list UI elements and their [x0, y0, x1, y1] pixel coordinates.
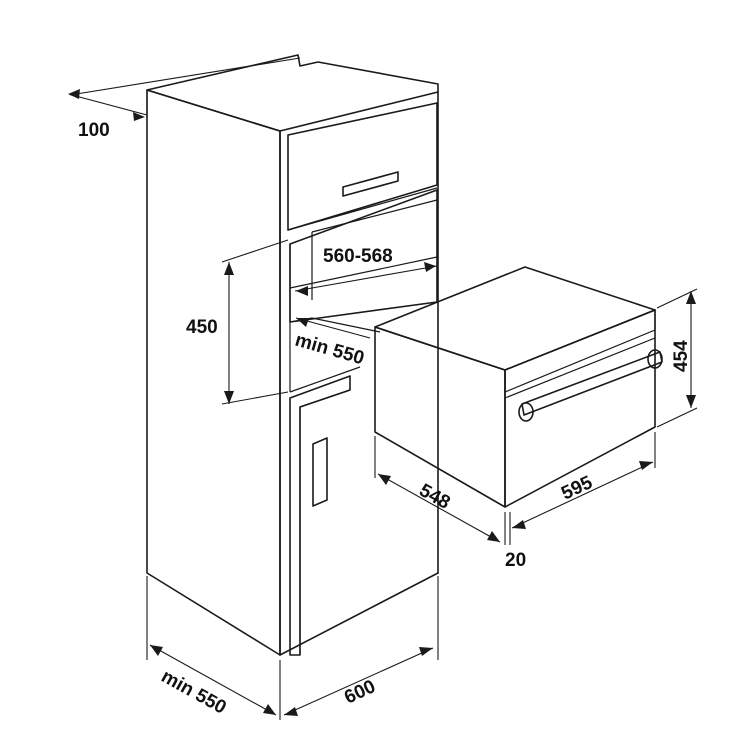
dimension-niche-height	[221, 239, 289, 405]
label-cabinet-width: 600	[341, 676, 379, 708]
cabinet-bottom-edge	[279, 572, 439, 656]
dimension-niche-width	[294, 262, 438, 296]
label-niche-width: 560-568	[323, 246, 393, 267]
oven-niche	[289, 189, 438, 393]
cabinet-side-panel	[146, 89, 281, 656]
cabinet-top-panel	[146, 54, 439, 132]
upper-drawer-front	[287, 102, 438, 231]
upper-drawer-shadow-line	[287, 187, 438, 231]
lower-door	[289, 375, 351, 656]
oven-control-panel	[504, 309, 656, 393]
label-oven-height: 454	[671, 340, 692, 372]
label-oven-depth: 548	[416, 480, 454, 514]
niche-shelf-line	[289, 256, 438, 289]
label-top-depth: 100	[78, 120, 110, 141]
niche-inner-recess	[311, 199, 438, 233]
oven-side-face	[374, 326, 506, 508]
oven-handle-bar	[521, 351, 663, 416]
niche-floor-front	[289, 366, 361, 393]
dimension-oven-width	[511, 432, 656, 529]
lower-door-handle	[312, 437, 328, 507]
label-cabinet-depth: min 550	[158, 666, 230, 719]
tall-cabinet	[146, 54, 439, 656]
dimension-cabinet-width	[283, 576, 439, 716]
label-niche-height: 450	[186, 317, 218, 338]
built-in-oven	[374, 266, 663, 508]
oven-handle-post-left	[518, 402, 534, 422]
upper-drawer-handle	[342, 171, 399, 197]
label-niche-depth: min 550	[293, 330, 367, 370]
label-front-offset: 20	[505, 550, 526, 571]
lower-door-top-edge	[299, 389, 351, 408]
dimension-oven-depth	[374, 436, 506, 545]
niche-floor	[289, 317, 381, 333]
lower-door-panel	[289, 375, 351, 656]
dimension-niche-depth	[295, 317, 371, 339]
label-oven-width: 595	[558, 472, 596, 505]
dimension-oven-height	[656, 288, 698, 428]
dimension-top-depth	[68, 57, 301, 121]
dimension-cabinet-depth	[146, 576, 281, 720]
oven-door-top	[504, 337, 656, 399]
oven-handle-post-right	[647, 349, 663, 369]
upper-drawer	[287, 102, 438, 231]
